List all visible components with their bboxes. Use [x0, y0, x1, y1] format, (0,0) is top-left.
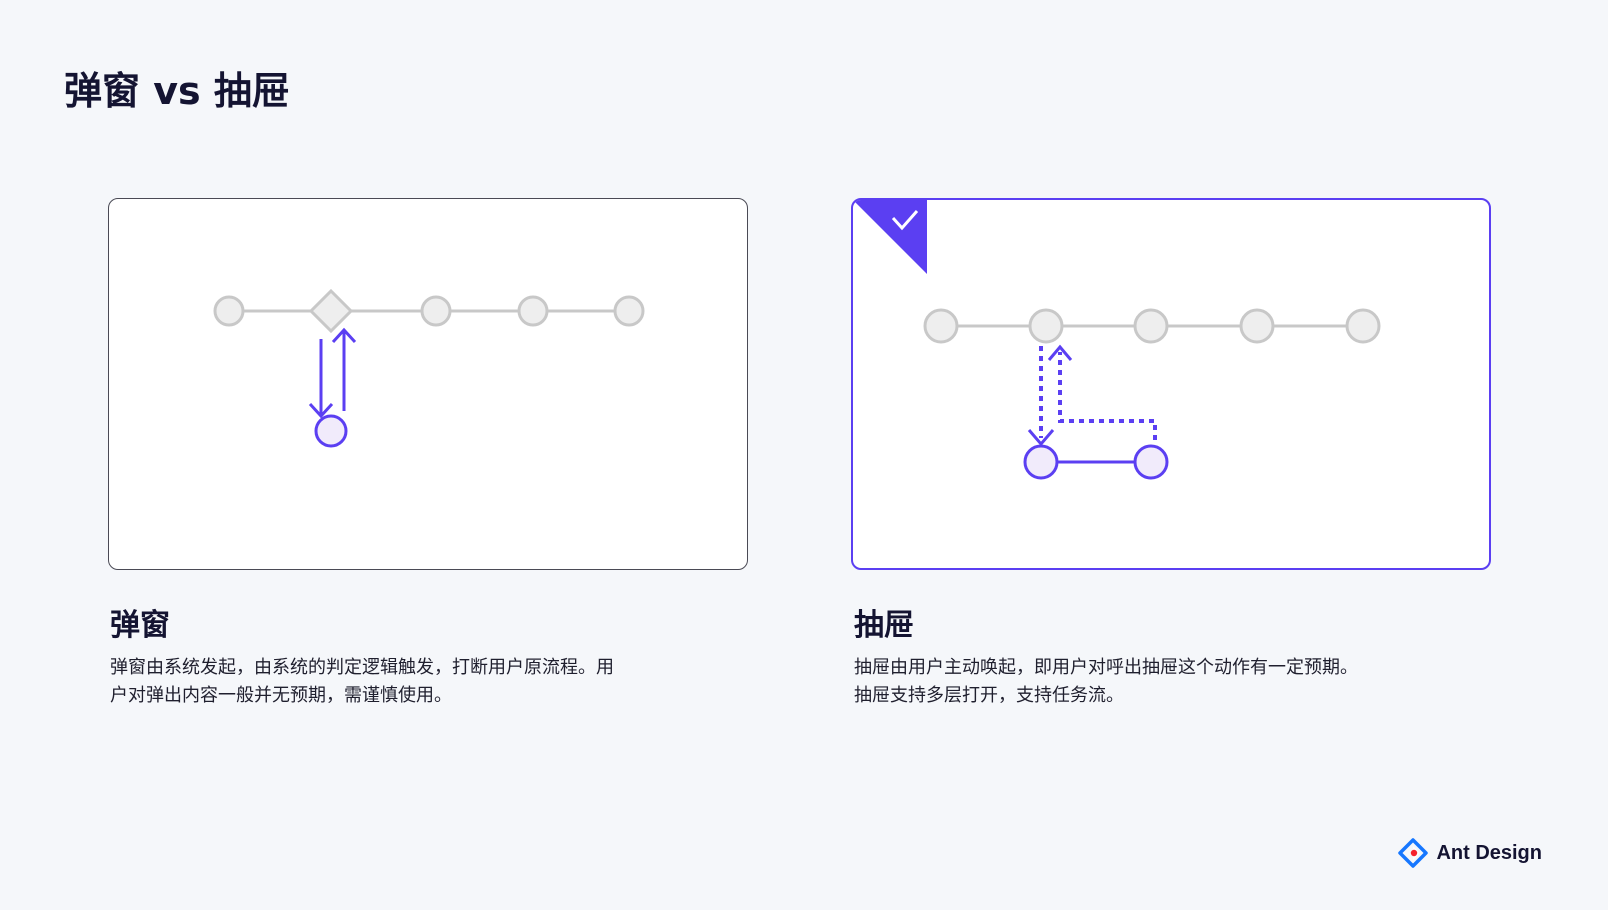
flow-node-4 [1239, 308, 1275, 344]
flow-node-1 [923, 308, 959, 344]
up-arrow-icon [331, 327, 357, 411]
drawer-heading: 抽屉 [854, 608, 914, 643]
drawer-flow-diagram [923, 308, 1381, 480]
ant-design-logo-icon [1398, 838, 1429, 868]
recommended-check-badge [853, 200, 927, 274]
modal-flow-diagram [213, 288, 645, 448]
modal-description: 弹窗由系统发起，由系统的判定逻辑触发，打断用户原流程。用户对弹出内容一般并无预期… [110, 657, 614, 706]
flow-node-3 [420, 295, 452, 327]
flow-node-4 [517, 295, 549, 327]
flow-node-2 [1028, 308, 1064, 344]
flow-node-5 [613, 295, 645, 327]
drawer-description: 抽屉由用户主动唤起，即用户对呼出抽屉这个动作有一定预期。抽屉支持多层打开，支持任… [854, 657, 1358, 706]
drawer-node-2 [1133, 444, 1169, 480]
brand: Ant Design [1398, 838, 1542, 868]
brand-name: Ant Design [1436, 841, 1542, 864]
flow-node-5 [1345, 308, 1381, 344]
drawer-node-1 [1023, 444, 1059, 480]
page-title: 弹窗 vs 抽屉 [64, 69, 290, 113]
dotted-down-arrow-icon [1027, 346, 1055, 447]
decision-node-icon [308, 288, 354, 334]
modal-diagram-card [108, 198, 748, 570]
flow-node-1 [213, 295, 245, 327]
check-icon [891, 210, 919, 231]
flow-node-3 [1133, 308, 1169, 344]
drawer-diagram-card [851, 198, 1491, 570]
down-arrow-icon [308, 339, 334, 419]
modal-heading: 弹窗 [110, 608, 170, 643]
modal-node [314, 414, 348, 448]
dotted-return-arrow-icon [1047, 344, 1157, 440]
